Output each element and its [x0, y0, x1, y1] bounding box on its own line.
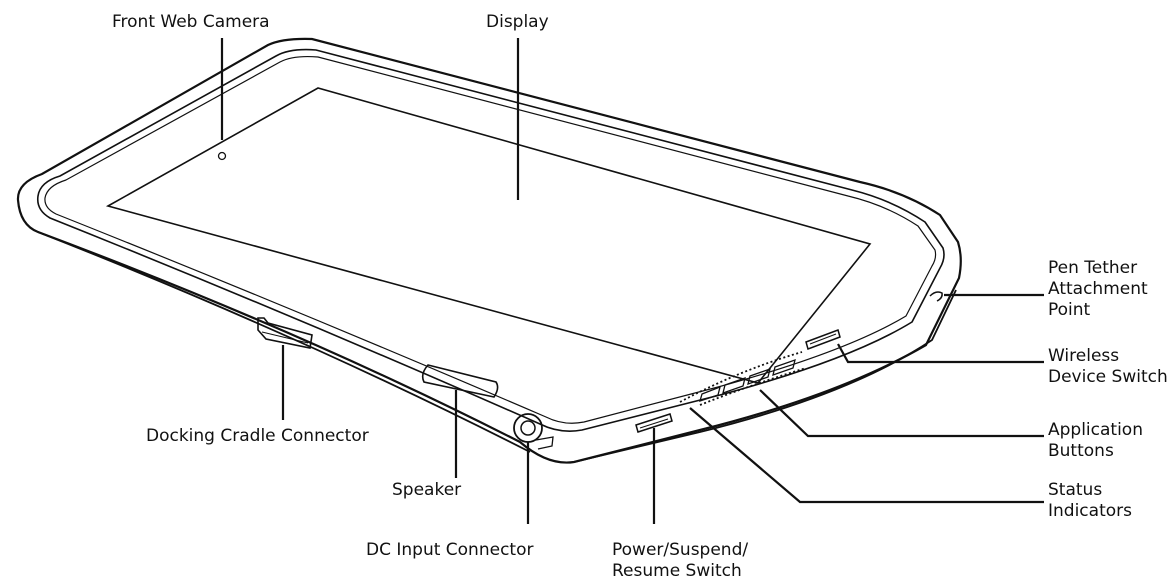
power-switch-shape	[635, 413, 673, 433]
label-power-line-2: Resume Switch	[612, 561, 742, 581]
front-camera-lens	[217, 151, 227, 161]
display-screen	[105, 87, 872, 384]
label-docking-cradle-connector: Docking Cradle Connector	[146, 426, 369, 446]
label-application-line-1: Application	[1048, 420, 1143, 440]
docking-connector-shape	[257, 317, 313, 349]
label-speaker: Speaker	[392, 480, 462, 500]
tablet-bezel-outer	[36, 48, 945, 432]
tablet-edge-bottom	[37, 231, 531, 453]
speaker-grille-shape	[421, 364, 499, 398]
label-status-indicators: Status Indicators	[1048, 480, 1132, 522]
application-buttons-shape	[699, 358, 796, 403]
label-power-line-1: Power/Suspend/	[612, 540, 749, 560]
label-display: Display	[486, 12, 549, 32]
label-dc-input-connector: DC Input Connector	[366, 540, 534, 560]
label-wireless-device-switch: Wireless Device Switch	[1048, 346, 1168, 388]
label-pen-tether-line-2: Attachment	[1048, 279, 1148, 299]
label-pen-tether-line-3: Point	[1048, 300, 1091, 320]
status-indicators-shape	[679, 351, 803, 403]
label-status-line-1: Status	[1048, 480, 1103, 500]
leader-application-buttons	[759, 389, 1044, 438]
tablet-illustration	[16, 37, 962, 464]
tablet-bezel-inner	[44, 55, 937, 424]
wireless-switch-shape	[805, 329, 841, 350]
label-application-line-2: Buttons	[1048, 441, 1114, 461]
label-front-web-camera: Front Web Camera	[112, 12, 270, 32]
label-pen-tether-attachment-point: Pen Tether Attachment Point	[1048, 258, 1148, 321]
leader-wireless-switch	[837, 343, 1044, 364]
dc-input-jack-inner	[520, 420, 536, 436]
tablet-edge-right	[573, 289, 957, 463]
label-pen-tether-line-1: Pen Tether	[1048, 258, 1138, 278]
pen-tether-shape	[929, 291, 943, 302]
leader-lines	[220, 38, 1044, 524]
tablet-body-outline	[16, 37, 962, 464]
label-application-buttons: Application Buttons	[1048, 420, 1143, 462]
label-wireless-line-1: Wireless	[1048, 346, 1120, 366]
label-power-suspend-resume-switch: Power/Suspend/ Resume Switch	[612, 540, 748, 582]
leader-status-indicators	[689, 407, 1044, 504]
label-wireless-line-2: Device Switch	[1048, 367, 1168, 387]
status-indicators-shape-lower	[699, 367, 807, 406]
label-status-line-2: Indicators	[1048, 501, 1132, 521]
